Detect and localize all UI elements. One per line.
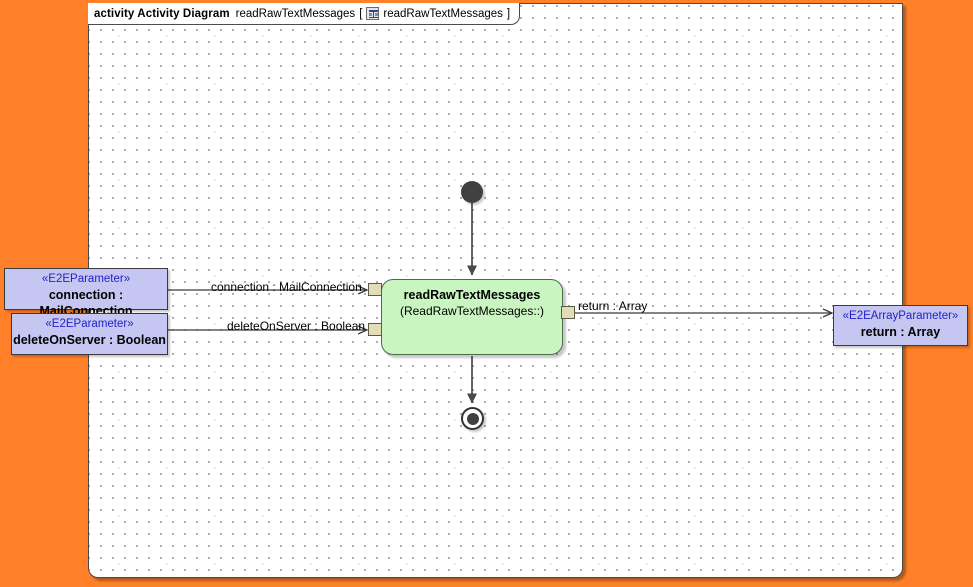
activity-final-node[interactable] [461,407,484,430]
frame-keyword: activity Activity Diagram [94,7,230,20]
frame-name: readRawTextMessages [235,7,356,20]
frame-bracket-open: [ [359,7,363,20]
activity-final-node-inner [466,412,479,425]
activity-node-name: readRawTextMessages [403,288,541,302]
parameter-stereotype: «E2EParameter» [45,318,134,330]
frame-context-name: readRawTextMessages [383,7,503,20]
parameter-node-connection[interactable]: «E2EParameter» connection : MailConnecti… [4,268,168,318]
parameter-node-delete-on-server[interactable]: «E2EParameter» deleteOnServer : Boolean [11,313,168,355]
return-output-pin[interactable] [561,306,575,319]
diagram-frame-title-tab[interactable]: activity Activity Diagram readRawTextMes… [88,3,521,25]
edge-label-return: return : Array [578,299,648,313]
parameter-name: deleteOnServer : Boolean [13,333,166,347]
activity-diagram-icon [366,7,380,20]
delete-on-server-input-pin[interactable] [368,323,382,336]
edge-label-delete-on-server: deleteOnServer : Boolean [227,319,366,333]
parameter-stereotype: «E2EParameter» [41,273,131,285]
parameter-node-return[interactable]: «E2EArrayParameter» return : Array [833,305,968,346]
edge-label-connection: connection : MailConnection [211,280,362,294]
frame-bracket-close: ] [506,7,511,20]
parameter-stereotype: «E2EArrayParameter» [842,310,959,322]
activity-node-read-raw-text-messages[interactable]: readRawTextMessages (ReadRawTextMessages… [381,279,563,355]
parameter-name: return : Array [860,325,941,339]
initial-node[interactable] [461,181,483,203]
activity-node-qualified-type: (ReadRawTextMessages::) [399,304,545,318]
connection-input-pin[interactable] [368,283,382,296]
